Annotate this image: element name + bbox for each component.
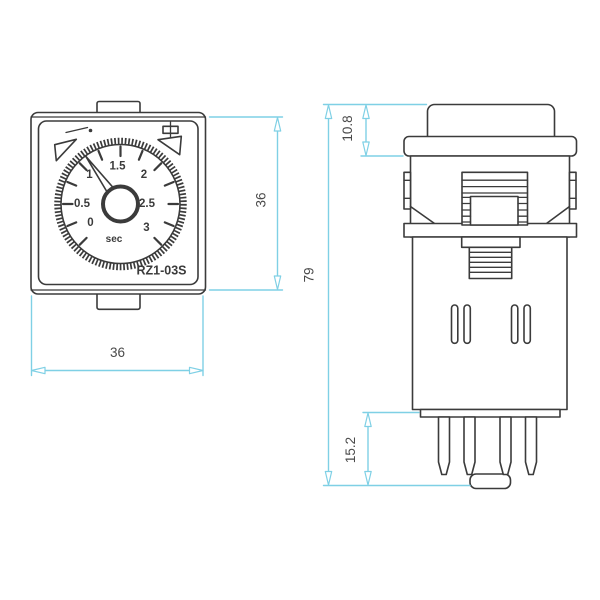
dimension-value: 36 [110, 345, 125, 360]
dial-number-3: 3 [143, 222, 149, 234]
dial-tick [78, 162, 88, 172]
dial-scale-numbers: 0 0.5 1 1.5 2 2.5 3 sec [74, 161, 156, 246]
pin [499, 416, 512, 476]
left-taper-line [409, 205, 436, 225]
dimension-annotations: 36 36 79 10.8 [30, 103, 471, 487]
vent-slot [510, 304, 519, 345]
timer-dial[interactable]: 0 0.5 1 1.5 2 2.5 3 sec [54, 137, 187, 271]
left-spring-clip [403, 171, 412, 210]
dial-tick [137, 149, 144, 161]
front-flange [403, 135, 578, 157]
arrowhead-up [273, 116, 282, 132]
pin [524, 416, 538, 476]
dial-tick [163, 180, 175, 187]
arrowhead-left [30, 366, 46, 375]
side-view [403, 103, 578, 490]
model-label: RZ1-03S [136, 264, 186, 278]
release-stem [460, 236, 521, 280]
relay-contact-icon [157, 121, 183, 156]
arrowhead-down [273, 275, 282, 291]
clip-body [568, 171, 577, 210]
dimension-value: 15.2 [343, 437, 358, 463]
dial-tick [163, 221, 175, 228]
dial-number-1: 1 [86, 169, 93, 181]
dial-tick [153, 162, 163, 172]
right-taper-line [545, 205, 571, 225]
dimension-value: 10.8 [340, 115, 355, 141]
arrowhead-up [324, 104, 333, 120]
arrowhead-up [362, 104, 370, 120]
dial-number-0: 0 [87, 217, 93, 229]
arrowhead-down [362, 141, 370, 157]
dimension-front-width: 36 [30, 295, 204, 377]
plunger-guide [461, 171, 529, 226]
dial-number-2-5: 2.5 [139, 198, 156, 210]
dimension-pin-length: 15.2 [343, 411, 420, 486]
pin [437, 416, 451, 476]
dial-number-1-5: 1.5 [110, 161, 127, 173]
right-spring-clip [568, 171, 577, 210]
dial-tick [66, 221, 78, 228]
socket-base [419, 408, 561, 418]
vent-slots [450, 304, 532, 345]
connector-pins [437, 416, 538, 476]
arrowhead-right [188, 366, 204, 375]
knurled-ring[interactable] [54, 137, 187, 271]
arrowhead-down [324, 470, 333, 486]
right-wedge-pointer [157, 135, 183, 156]
clip-body [403, 171, 412, 210]
dimension-front-height: 36 [208, 116, 284, 291]
dial-tick [78, 236, 88, 246]
left-wedge-pointer [53, 138, 78, 162]
dimension-value: 36 [254, 192, 269, 207]
dimension-value: 79 [302, 267, 317, 282]
dial-number-2: 2 [141, 169, 147, 181]
pin [463, 416, 476, 476]
screwdriver-blade-line [65, 126, 89, 134]
vent-slot [450, 304, 459, 345]
dimension-overall-height: 79 [302, 103, 471, 487]
plunger-window [469, 195, 519, 226]
screwdriver-dot [88, 128, 93, 133]
dial-tick [153, 236, 163, 246]
front-view: 0 0.5 1 1.5 2 2.5 3 sec RZ1-03S [30, 100, 207, 311]
vent-slot [463, 304, 472, 345]
dial-number-0-5: 0.5 [74, 198, 91, 210]
screwdriver-adjust-icon [53, 126, 93, 162]
vent-slot [523, 304, 532, 345]
dial-scale-ticks [61, 145, 180, 246]
arrowhead-up [364, 412, 372, 428]
dial-tick [97, 149, 104, 161]
dial-hub[interactable] [101, 184, 140, 224]
arrowhead-down [364, 470, 372, 486]
stem-shoulder [460, 236, 521, 249]
dial-unit-label: sec [106, 234, 123, 245]
dimension-cap-height: 10.8 [340, 104, 404, 157]
keying-boss [469, 473, 512, 490]
dial-tick [66, 180, 78, 187]
